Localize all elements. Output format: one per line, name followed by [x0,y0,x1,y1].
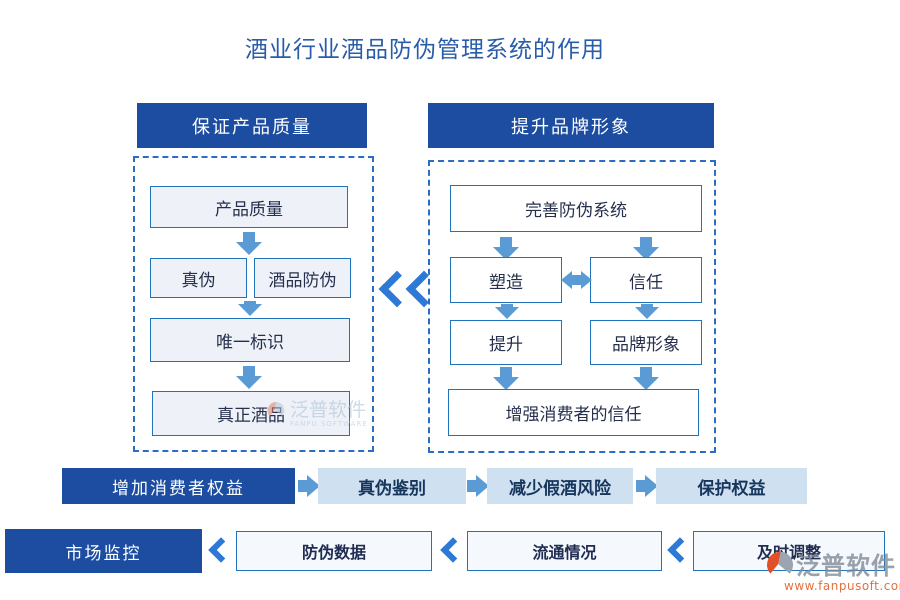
down-arrow-icon [634,304,660,319]
right-panel-container [428,160,716,453]
node-authenticity: 真伪 [150,258,247,298]
right-arrow-icon [467,475,489,497]
row1-item-authenticity-identification: 真伪鉴别 [318,468,466,504]
down-arrow-icon [236,232,262,255]
node-enhance: 提升 [450,320,562,365]
down-arrow-icon [494,304,520,319]
down-arrow-icon [633,367,659,390]
left-chevron-icon [208,537,234,563]
node-strengthen-consumer-trust: 增强消费者的信任 [448,389,699,436]
node-unique-identifier: 唯一标识 [150,318,350,362]
row1-item-reduce-fake-liquor-risk: 减少假酒风险 [487,468,633,504]
node-genuine-liquor: 真正酒品 [152,391,350,436]
row2-item-anticounterfeit-data: 防伪数据 [236,531,432,571]
row1-item-protect-rights: 保护权益 [656,468,807,504]
down-arrow-icon [493,367,519,390]
down-arrow-icon [236,366,262,389]
node-liquor-anticounterfeit: 酒品防伪 [254,258,351,298]
left-chevron-icon [667,537,693,563]
down-arrow-icon [493,237,519,260]
down-arrow-icon [633,237,659,260]
down-arrow-icon [237,301,263,316]
node-brand-image: 品牌形象 [590,320,702,365]
row2-item-circulation-status: 流通情况 [467,531,662,571]
watermark-url: www.fanpusoft.com [784,579,900,593]
double-arrow-icon [561,271,592,289]
row1-head-increase-consumer-rights: 增加消费者权益 [62,468,295,504]
left-panel-container [133,156,374,452]
node-shape: 塑造 [450,257,562,303]
left-chevron-icon [440,537,466,563]
right-panel-header: 提升品牌形象 [428,103,714,148]
page-title: 酒业行业酒品防伪管理系统的作用 [245,37,605,63]
row2-head-market-monitoring: 市场监控 [5,529,202,573]
row2-item-timely-adjustment: 及时调整 [693,531,885,571]
node-trust: 信任 [590,257,702,303]
node-perfect-anticounterfeit-system: 完善防伪系统 [450,185,702,232]
right-arrow-icon [636,475,658,497]
right-arrow-icon [298,475,320,497]
left-panel-header: 保证产品质量 [137,103,367,148]
node-product-quality: 产品质量 [150,186,348,228]
